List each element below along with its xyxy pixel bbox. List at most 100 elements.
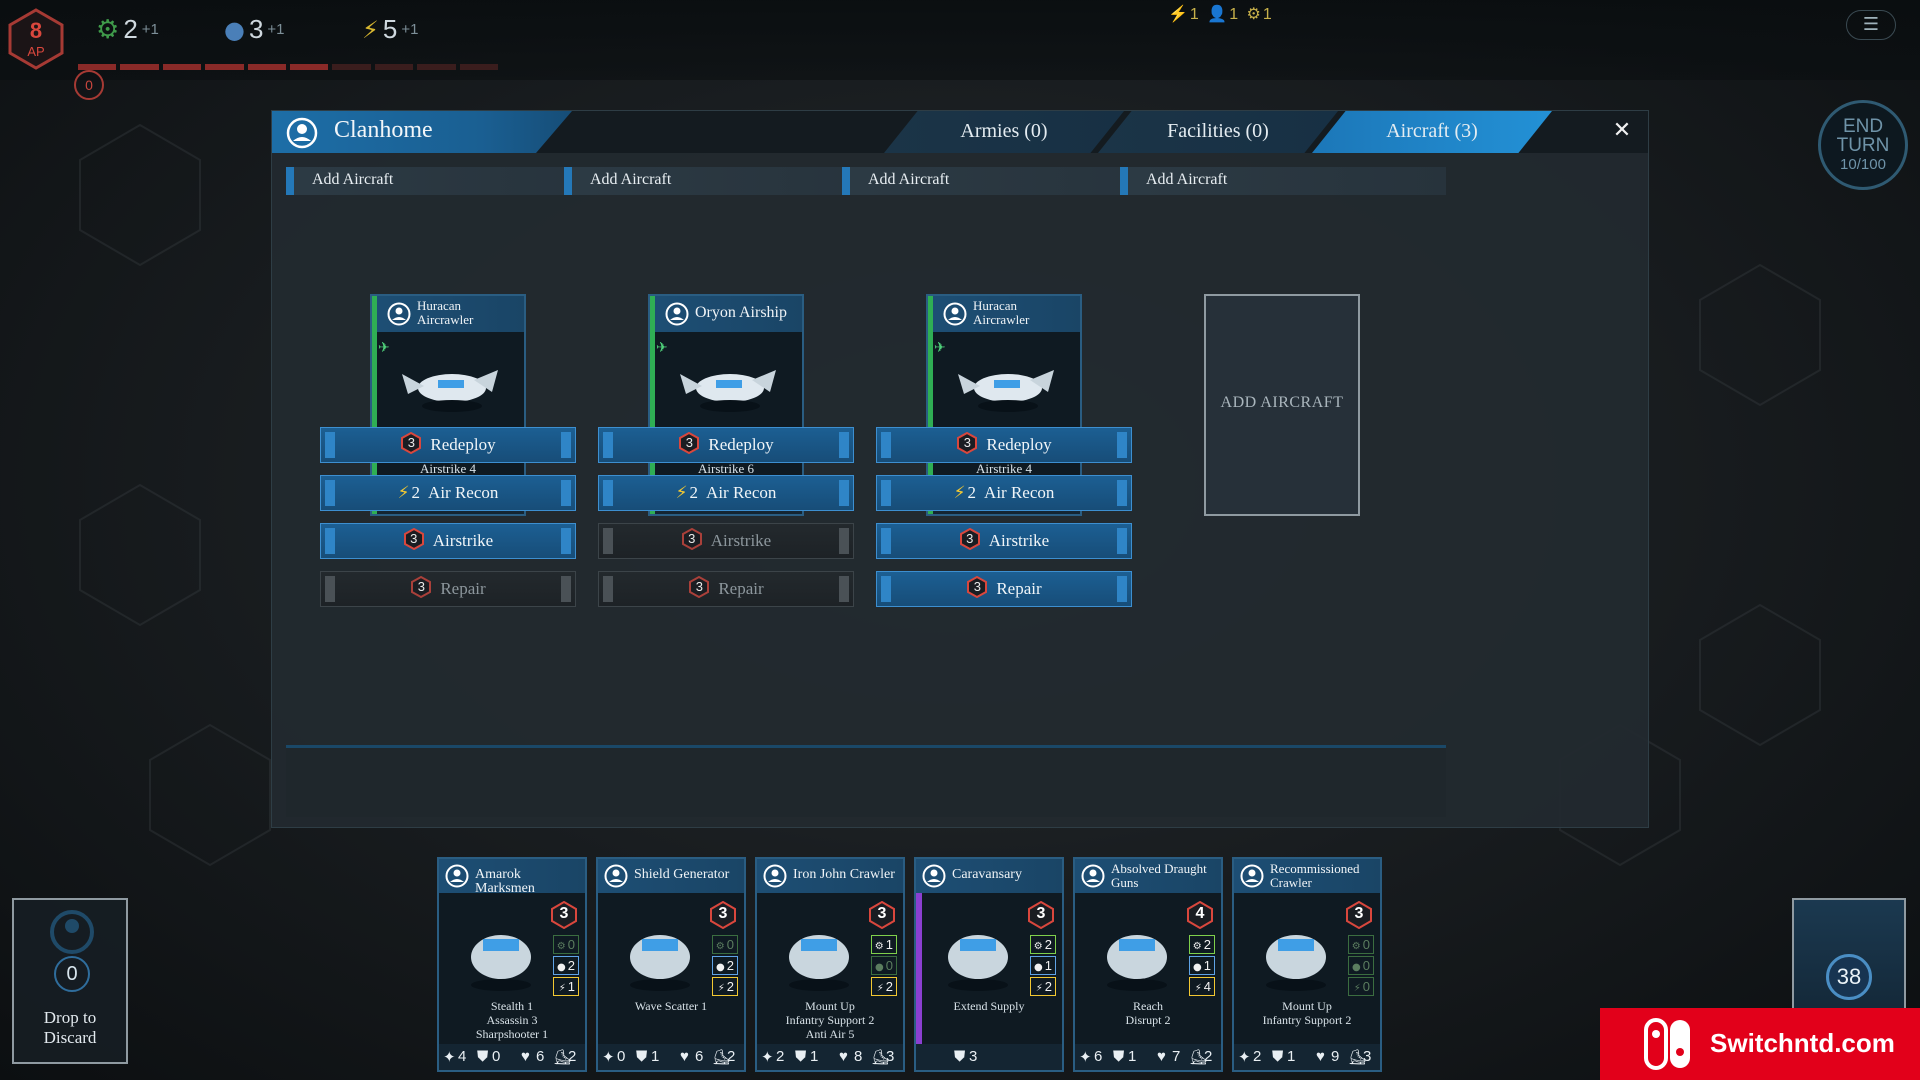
resource-icon: ⚙ [715,941,725,952]
resource-cost-value: 2 [1044,979,1052,994]
airstrike-stat: Airstrike 4 [420,461,476,476]
add-aircraft-header[interactable]: Add Aircraft [1120,167,1446,195]
health-value: 7 [1172,1048,1181,1065]
attack-icon: ✦ [443,1049,456,1066]
ability-line: Infantry Support 2 [785,1013,875,1027]
resource-cost: ⚡2 [1030,977,1056,996]
resource-icon: ● [557,962,566,973]
ability-line: Wave Scatter 1 [634,999,708,1013]
resource-cost-stack: ⚙0●2⚡1 [553,935,579,998]
discard-pile[interactable]: 0 Drop to Discard [12,898,128,1064]
aircraft-name: Oryon Airship [695,304,787,321]
tab-aircraft[interactable]: Aircraft (3) [1312,111,1552,153]
speed-value: 2 [1204,1048,1213,1065]
lightning-icon: ⚡ [953,483,966,503]
site-watermark: Switchntd.com [1600,1008,1920,1080]
aircraft-name: Huracan Aircrawler [973,298,1030,327]
resource-energy: ⚡ 5 +1 [362,14,418,45]
resource-cost-stack: ⚙0●2⚡2 [712,935,738,998]
resource-cost-value: 0 [1362,958,1370,973]
ability-line: Mount Up [1282,999,1332,1013]
card-name-bar: Recommissioned Crawler [1234,859,1380,893]
hamburger-icon[interactable]: ☰ [1846,10,1896,40]
resource-cost-value: 1 [885,937,893,952]
resource-population: ● 3 +1 [224,14,285,45]
empty-aircraft-slot[interactable]: ADD AIRCRAFT [1204,294,1360,516]
resource-cost-value: 0 [726,937,734,952]
action-cost: 3 [973,579,981,594]
health-icon: ♥ [839,1048,848,1065]
tab-facilities[interactable]: Facilities (0) [1098,111,1338,153]
lightning-icon: ⚡ [397,483,410,503]
card-name: Iron John Crawler [793,867,895,882]
resource-cost-stack: ⚙1●0⚡2 [871,935,897,998]
discard-label-line1: Drop to [43,1008,97,1027]
attack-icon: ✦ [1079,1049,1092,1066]
action-points-label: AP [27,44,45,59]
action-label: Air Recon [706,483,777,502]
resource-icon: ⚙ [1033,941,1043,952]
resource-cost: ●1 [1030,956,1056,975]
aircraft-type-icon: ✈ [934,340,946,356]
production-value: 2 [123,14,138,44]
card-cost: 3 [1036,905,1046,922]
add-aircraft-header[interactable]: Add Aircraft [564,167,890,195]
action-points-badge: 8 AP [8,8,64,70]
card-name: Caravansary [952,867,1022,882]
card-stat-bar: ✦6⛊1♥7⛸2 [1075,1044,1221,1070]
unit-art [789,935,849,991]
add-aircraft-header[interactable]: Add Aircraft [286,167,612,195]
armor-value: 1 [1287,1048,1296,1065]
pending-counter: 0 [74,70,104,100]
discard-count: 0 [54,956,90,992]
ap-cost-hex-icon: 3 [403,528,425,550]
tab-armies[interactable]: Armies (0) [884,111,1124,153]
energy-plus: +1 [401,21,419,38]
ability-line: Assassin 3 [486,1013,538,1027]
commander-strip [928,296,933,514]
population-value: 3 [248,14,264,44]
top-hud: 8 AP ⚙ 2 +1 ● 3 +1 ⚡ 5 +1 ⚡1 👤1 ⚙1 ☰ [0,0,1920,80]
turn-counter: 10/100 [1840,156,1886,173]
redeploy-button[interactable]: 3 Redeploy [598,427,854,463]
ap-cost-hex-icon: 3 [678,432,700,454]
faction-logo-icon [286,117,318,149]
ability-line: Infantry Support 2 [1262,1013,1352,1027]
income-summary: ⚡1 👤1 ⚙1 [1168,6,1274,23]
lightning-icon: ⚡ [675,483,688,503]
action-label: Redeploy [708,435,774,454]
airstrike-stat: Airstrike 4 [976,461,1032,476]
close-icon[interactable]: ✕ [1612,118,1632,143]
action-label: Air Recon [984,483,1055,502]
card-name-bar: Shield Generator [598,859,744,893]
discard-emblem-icon [50,910,94,954]
add-aircraft-header-label: Add Aircraft [868,171,950,188]
attack-value: 2 [1253,1048,1262,1065]
resource-cost-value: 2 [1044,937,1052,952]
card-stat-bar: ⛊3 [916,1044,1062,1070]
ability-line: Reach [1133,999,1163,1013]
resource-cost-value: 2 [567,958,575,973]
add-aircraft-header[interactable]: Add Aircraft [842,167,1168,195]
end-turn-button[interactable]: END TURN 10/100 [1818,100,1908,190]
